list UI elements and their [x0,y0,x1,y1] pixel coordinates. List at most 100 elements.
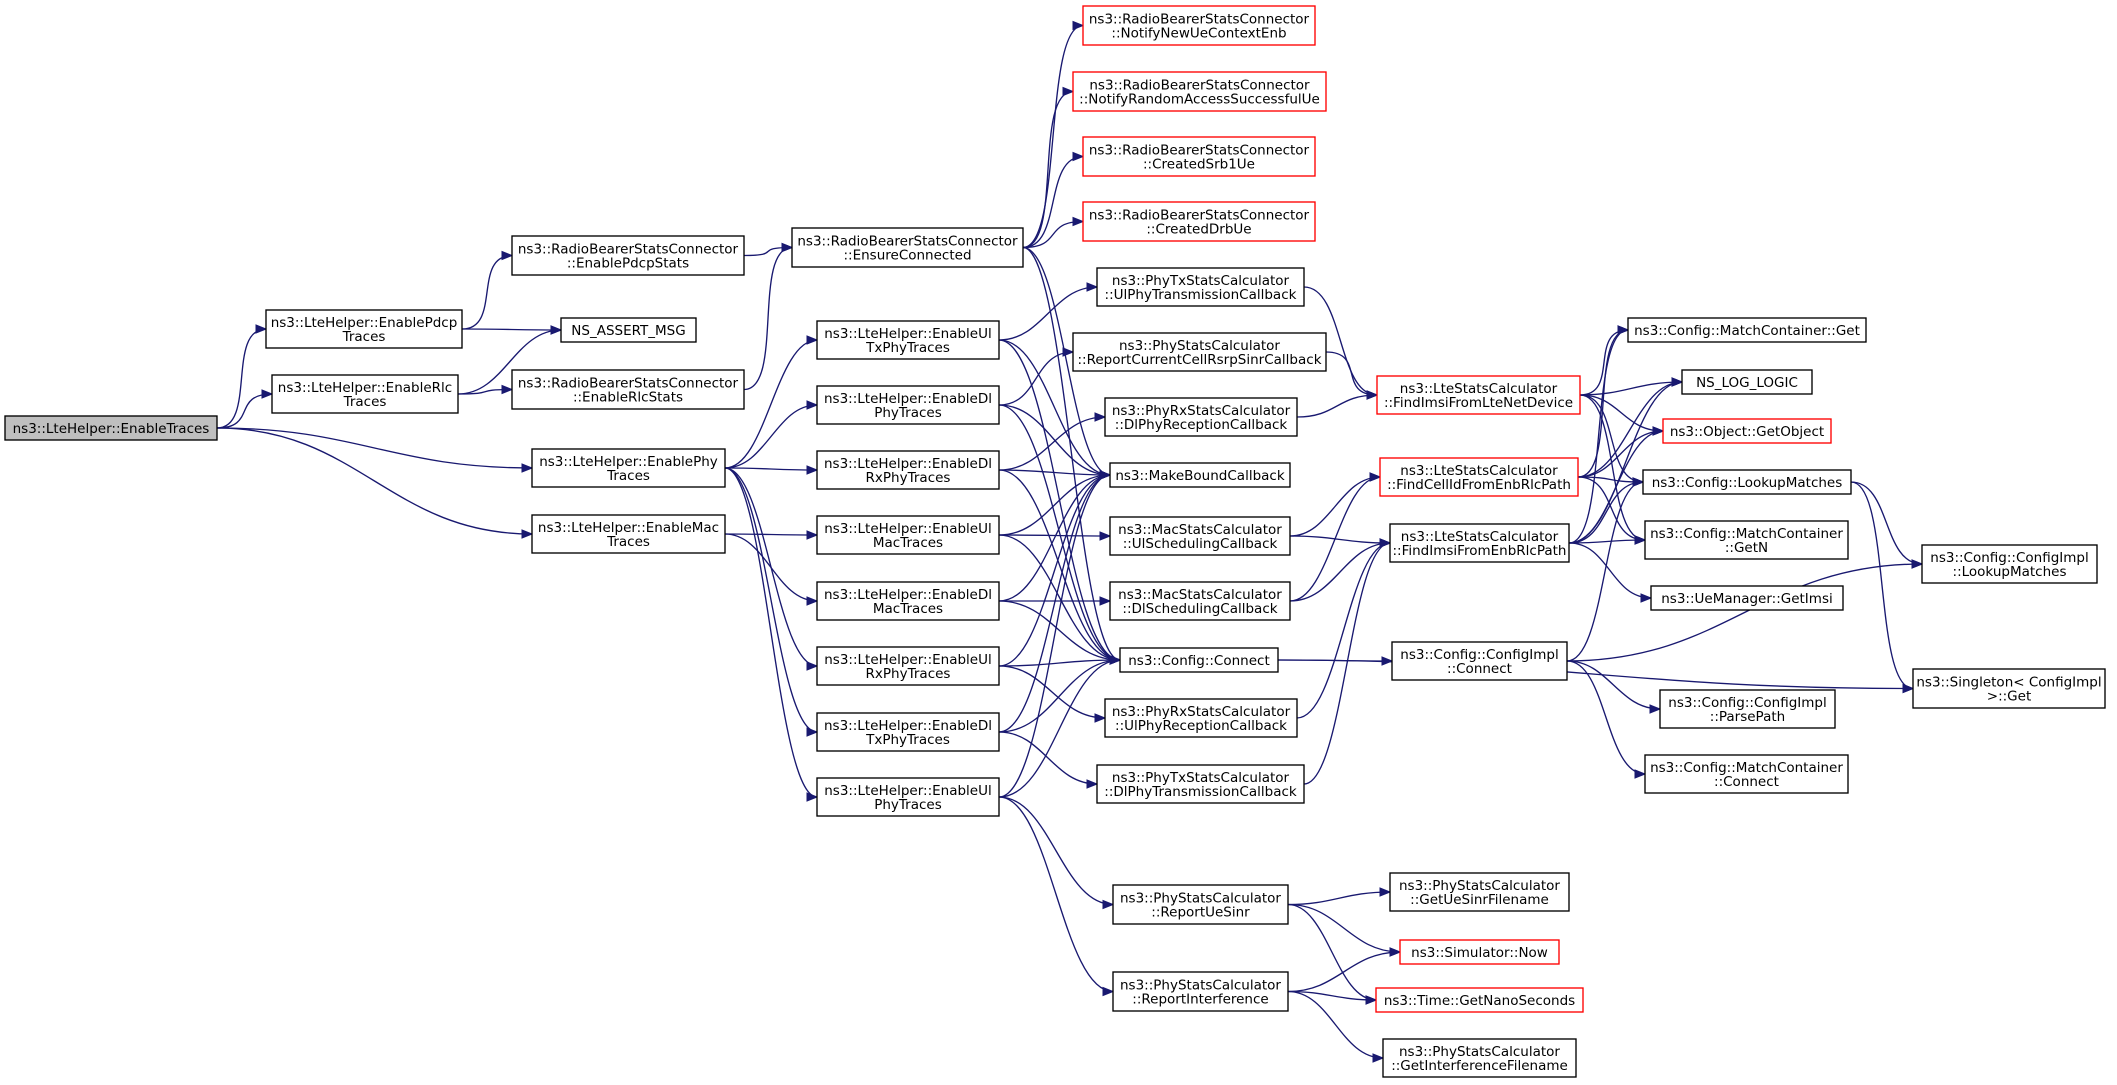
arrowhead-icon [1062,347,1075,357]
node-box [1072,71,1327,112]
node-config-match-container-getn[interactable]: ns3::Config::MatchContainer::GetN [1644,520,1849,560]
edge-enable_mac_traces-to-enable_dl_mac_traces [724,533,819,606]
node-label-line: ns3::Config::ConfigImpl [1668,695,1826,711]
node-phy-rx-ul-callback[interactable]: ns3::PhyRxStatsCalculator::UlPhyReceptio… [1104,698,1298,738]
arrowhead-icon [1389,947,1402,957]
node-simulator-now[interactable]: ns3::Simulator::Now [1399,939,1560,965]
node-label-line: RxPhyTraces [866,470,951,486]
edge-line [216,393,273,429]
node-ns-assert-msg[interactable]: NS_ASSERT_MSG [560,317,697,343]
node-phy-stats-get-ue-sinr-filename[interactable]: ns3::PhyStatsCalculator::GetUeSinrFilena… [1389,872,1570,912]
node-phy-tx-dl-callback[interactable]: ns3::PhyTxStatsCalculator::DlPhyTransmis… [1096,764,1305,804]
edge-phy_stats_report_ue_sinr-to-simulator_now [1287,903,1402,957]
node-label-line: ::FindImsiFromEnbRlcPath [1393,543,1567,559]
node-mac-ul-scheduling-callback[interactable]: ns3::MacStatsCalculator::UlSchedulingCal… [1109,516,1291,556]
edge-config_lookup_matches-to-singleton_config_impl_get [1850,481,1915,694]
node-config-lookup-matches[interactable]: ns3::Config::LookupMatches [1642,469,1852,495]
arrowhead-icon [1640,593,1653,603]
node-ns-log-logic[interactable]: NS_LOG_LOGIC [1681,369,1813,395]
node-box [816,385,1000,425]
edge-line [998,600,1121,661]
node-phy-stats-report-interference[interactable]: ns3::PhyStatsCalculator::ReportInterfere… [1112,971,1289,1012]
node-box [1109,516,1291,556]
edge-line [998,404,1111,476]
arrowhead-icon [806,335,819,345]
edge-enable_ul_phy_traces-to-make_bound_callback [998,470,1112,798]
node-ue-manager-get-imsi[interactable]: ns3::UeManager::GetImsi [1650,585,1844,611]
node-config-impl-connect[interactable]: ns3::Config::ConfigImpl::Connect [1391,641,1568,681]
edge-line [1579,394,1646,541]
node-config-impl-lookup-matches[interactable]: ns3::Config::ConfigImpl::LookupMatches [1921,544,2098,584]
node-lte-stats-find-cellid-from-enb-rlc-path[interactable]: ns3::LteStatsCalculator::FindCellIdFromE… [1379,457,1579,497]
node-singleton-config-impl-get[interactable]: ns3::Singleton< ConfigImpl>::Get [1912,668,2106,709]
edge-enable_traces-to-enable_phy_traces [216,427,534,473]
node-time-get-nano-seconds[interactable]: ns3::Time::GetNanoSeconds [1375,987,1584,1013]
arrowhead-icon [1072,151,1085,162]
node-config-match-container-get[interactable]: ns3::Config::MatchContainer::Get [1627,317,1867,343]
edge-phy_stats_report_interference-to-time_get_nano_seconds [1287,990,1378,1005]
arrowhead-icon [501,384,514,395]
node-box [816,777,1000,817]
arrowhead-icon [1379,887,1392,897]
arrowhead-icon [1366,390,1379,400]
node-box [1659,689,1836,729]
edge-line [998,665,1106,719]
node-config-match-container-connect[interactable]: ns3::Config::MatchContainer::Connect [1644,754,1849,794]
node-lte-stats-find-imsi-from-enb-rlc-path[interactable]: ns3::LteStatsCalculator::FindImsiFromEnb… [1389,523,1570,563]
edge-enable_phy_traces-to-enable_ul_tx_phy_traces [724,335,819,469]
edge-enable_ul_mac_traces-to-mac_ul_scheduling_callback [998,531,1112,541]
node-box [1389,872,1570,912]
node-label-line: ns3::RadioBearerStatsConnector [518,242,739,258]
edge-line [1577,476,1646,541]
node-object-get-object[interactable]: ns3::Object::GetObject [1662,418,1832,444]
node-rbsc-enable-rlc-stats[interactable]: ns3::RadioBearerStatsConnector::EnableRl… [511,369,745,410]
node-box [816,646,1000,686]
edge-line [1325,351,1378,396]
arrowhead-icon [1379,538,1392,548]
node-rbsc-notify-random-access[interactable]: ns3::RadioBearerStatsConnector::NotifyRa… [1072,71,1327,112]
node-config-impl-parse-path[interactable]: ns3::Config::ConfigImpl::ParsePath [1659,689,1836,729]
edge-line [1568,539,1646,544]
node-box [816,581,1000,621]
arrowhead-icon [521,529,534,539]
node-config-connect[interactable]: ns3::Config::Connect [1119,647,1279,673]
arrowhead-icon [1099,470,1112,480]
node-box [1109,581,1291,621]
node-make-bound-callback[interactable]: ns3::MakeBoundCallback [1109,462,1291,488]
node-phy-rx-dl-callback[interactable]: ns3::PhyRxStatsCalculator::DlPhyReceptio… [1104,397,1298,437]
node-phy-tx-ul-callback[interactable]: ns3::PhyTxStatsCalculator::UlPhyTransmis… [1096,267,1305,307]
node-rbsc-notify-new-ue-context-enb[interactable]: ns3::RadioBearerStatsConnector::NotifyNe… [1082,5,1316,46]
node-phy-stats-report-rsrp-sinr[interactable]: ns3::PhyStatsCalculator::ReportCurrentCe… [1072,332,1327,372]
node-label-line: ns3::RadioBearerStatsConnector [797,234,1018,250]
arrowhead-icon [1099,596,1112,606]
node-label-line: ::DlPhyReceptionCallback [1115,417,1288,433]
node-rbsc-created-srb1-ue[interactable]: ns3::RadioBearerStatsConnector::CreatedS… [1082,136,1316,177]
edge-line [1277,659,1914,690]
arrowhead-icon [1911,559,1924,569]
edge-lte_stats_find_imsi_from_enb_rlc_path-to-config_match_container_get [1568,325,1630,544]
node-phy-stats-get-interference-filename[interactable]: ns3::PhyStatsCalculator::GetInterference… [1382,1038,1577,1078]
node-rbsc-created-drb-ue[interactable]: ns3::RadioBearerStatsConnector::CreatedD… [1082,201,1316,242]
node-phy-stats-report-ue-sinr[interactable]: ns3::PhyStatsCalculator::ReportUeSinr [1112,884,1289,925]
node-label-line: TxPhyTraces [865,732,950,748]
node-rbsc-ensure-connected[interactable]: ns3::RadioBearerStatsConnector::EnsureCo… [791,227,1024,268]
node-box [1921,544,2098,584]
node-label-line: ::UlPhyReceptionCallback [1115,718,1287,734]
node-rbsc-enable-pdcp-stats[interactable]: ns3::RadioBearerStatsConnector::EnablePd… [511,235,745,276]
node-label-line: ::CreatedSrb1Ue [1143,157,1255,173]
node-mac-dl-scheduling-callback[interactable]: ns3::MacStatsCalculator::DlSchedulingCal… [1109,581,1291,621]
node-lte-stats-find-imsi-from-net-device[interactable]: ns3::LteStatsCalculator::FindImsiFromLte… [1376,375,1581,415]
edge-enable_phy_traces-to-enable_ul_rx_phy_traces [724,467,819,671]
